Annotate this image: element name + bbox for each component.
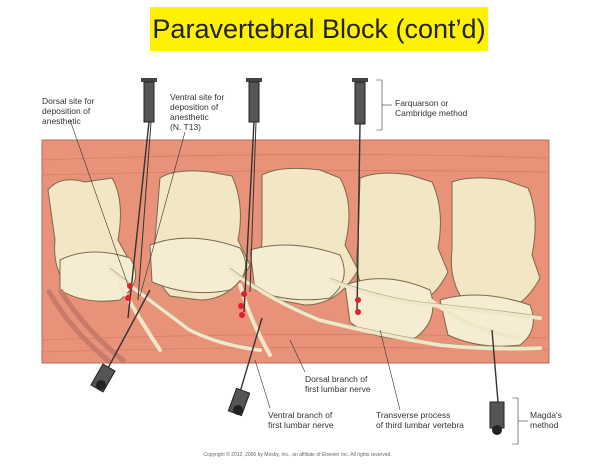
label-magda-method: Magda's method: [530, 410, 562, 430]
label-dorsal-branch: Dorsal branch of first lumbar nerve: [305, 374, 371, 394]
copyright-notice: Copyright © 2012, 2006 by Mosby, Inc., a…: [0, 452, 595, 458]
label-dorsal-site: Dorsal site for deposition of anesthetic: [42, 96, 94, 126]
label-ventral-branch: Ventral branch of first lumbar nerve: [268, 410, 334, 430]
vertebra-5: [451, 178, 540, 312]
label-ventral-site: Ventral site for deposition of anestheti…: [170, 92, 224, 132]
label-farquarson-method: Farquarson or Cambridge method: [395, 98, 467, 118]
label-transverse-process: Transverse process of third lumbar verte…: [376, 410, 464, 430]
